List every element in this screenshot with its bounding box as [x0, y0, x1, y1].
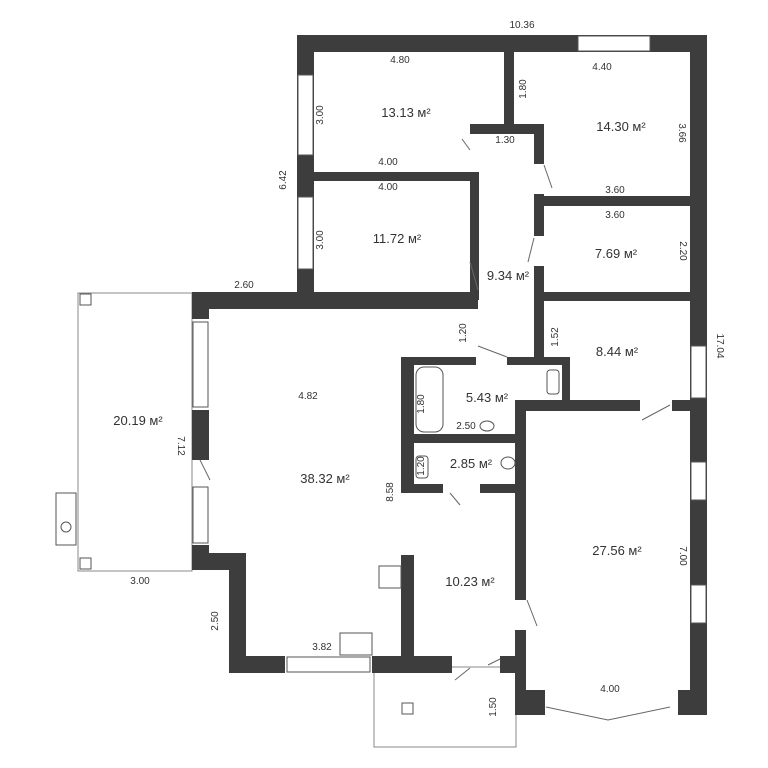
dimension-label: 7.12	[175, 436, 186, 456]
fixtures	[339, 366, 560, 656]
dimension-label: 3.60	[605, 185, 625, 196]
bathtub-icon	[415, 366, 444, 433]
dimension-label: 3.00	[130, 576, 150, 587]
vent-icon-2	[79, 557, 92, 570]
stove-icon	[378, 565, 402, 589]
dimension-label: 1.20	[458, 323, 469, 343]
room-area-label: 5.43 м²	[466, 390, 509, 405]
dimension-label: 3.00	[315, 105, 326, 125]
dimension-label: 3.00	[315, 230, 326, 250]
dimension-label: 7.00	[677, 546, 688, 566]
room-area-label: 27.56 м²	[592, 543, 642, 558]
dimension-label: 1.30	[495, 135, 515, 146]
dimension-label: 2.50	[210, 611, 221, 631]
room-area-label: 38.32 м²	[300, 471, 350, 486]
walls	[192, 35, 707, 715]
vent-icon-3	[401, 702, 414, 715]
dimension-label: 4.00	[378, 157, 398, 168]
dimension-labels: 10.36 4.80 4.40 1.80 3.00 1.30 3.66 4.00…	[130, 20, 725, 717]
windows	[192, 35, 707, 673]
dimension-label: 3.82	[312, 642, 332, 653]
vent-icon-1	[79, 293, 92, 306]
terrace-bench	[55, 492, 77, 546]
toilet-icon-2	[415, 455, 429, 479]
dimension-label: 1.80	[518, 79, 529, 99]
room-area-label: 2.85 м²	[450, 456, 493, 471]
sink-icon-2	[500, 456, 516, 470]
room-area-label: 7.69 м²	[595, 246, 638, 261]
dimension-label: 4.00	[378, 182, 398, 193]
dimension-label: 2.60	[234, 280, 254, 291]
room-area-label: 20.19 м²	[113, 413, 163, 428]
dimension-label: 2.50	[456, 421, 476, 432]
room-area-label: 9.34 м²	[487, 268, 530, 283]
dimension-label: 1.80	[416, 394, 427, 414]
dimension-label: 10.36	[509, 20, 534, 31]
dimension-label: 2.20	[677, 241, 688, 261]
dimension-label: 8.58	[385, 482, 396, 502]
sink-icon	[479, 420, 495, 432]
room-area-label: 14.30 м²	[596, 119, 646, 134]
dimension-label: 4.00	[600, 684, 620, 695]
dimension-label: 1.52	[550, 327, 561, 347]
doors	[199, 138, 671, 721]
kitchen-sink-icon	[339, 632, 373, 656]
dimension-label: 4.40	[592, 62, 612, 73]
terrace-drain-icon	[60, 521, 72, 533]
room-labels: 13.13 м² 14.30 м² 11.72 м² 9.34 м² 7.69 …	[113, 105, 646, 589]
dimension-label: 6.42	[278, 170, 289, 190]
dimension-label: 17.04	[714, 333, 725, 358]
dimension-label: 1.20	[416, 456, 427, 476]
room-area-label: 10.23 м²	[445, 574, 495, 589]
room-area-label: 13.13 м²	[381, 105, 431, 120]
dimension-label: 4.80	[390, 55, 410, 66]
toilet-icon	[546, 369, 560, 395]
dimension-label: 4.82	[298, 391, 318, 402]
terrace-outline	[77, 292, 193, 572]
room-area-label: 11.72 м²	[373, 231, 422, 246]
dimension-label: 1.50	[488, 697, 499, 717]
dimension-label: 3.60	[605, 210, 625, 221]
dimension-label: 3.66	[676, 123, 687, 143]
room-area-label: 8.44 м²	[596, 344, 639, 359]
